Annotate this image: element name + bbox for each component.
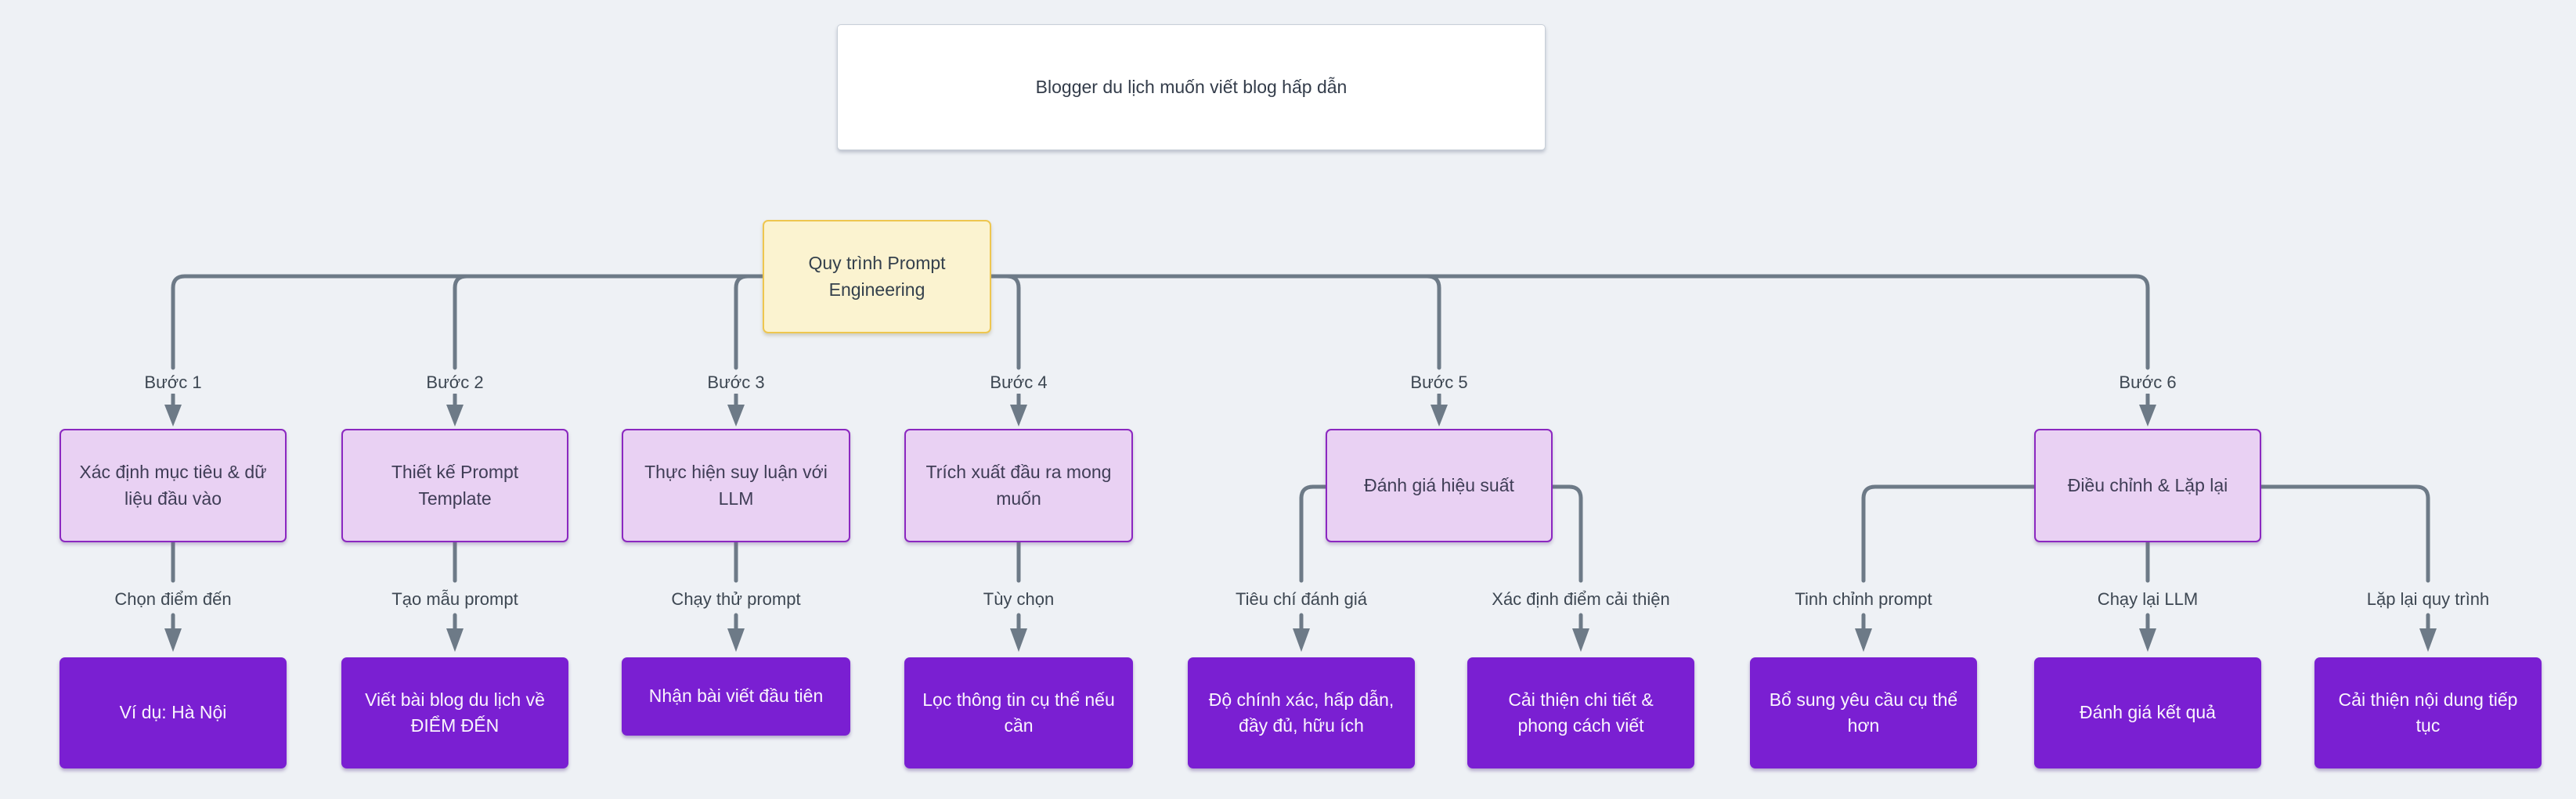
edge-label-buoc-4: Bước 4	[982, 372, 1055, 394]
edge-label-buoc-5: Bước 5	[1402, 372, 1476, 394]
node-result-7: Bổ sung yêu cầu cụ thể hơn	[1750, 657, 1977, 768]
node-root: Quy trình Prompt Engineering	[763, 220, 991, 333]
node-step-4: Trích xuất đầu ra mong muốn	[904, 429, 1133, 542]
node-step-3: Thực hiện suy luận với LLM	[622, 429, 850, 542]
node-result-6-label: Cải thiện chi tiết & phong cách viết	[1508, 689, 1654, 736]
edge-label-buoc-2: Bước 2	[418, 372, 492, 394]
node-step-4-label: Trích xuất đầu ra mong muốn	[925, 462, 1112, 509]
node-result-9: Cải thiện nội dung tiếp tục	[2314, 657, 2542, 768]
edge-label-tieu-chi-danh-gia: Tiêu chí đánh giá	[1228, 588, 1375, 610]
edge-label-xac-dinh-diem-cai-thien: Xác định điểm cải thiện	[1484, 588, 1678, 610]
edge-label-tuy-chon: Tùy chọn	[975, 588, 1063, 610]
node-step-1: Xác định mục tiêu & dữ liệu đầu vào	[60, 429, 287, 542]
node-result-8: Đánh giá kết quả	[2034, 657, 2261, 768]
node-result-3: Nhận bài viết đầu tiên	[622, 657, 850, 736]
node-result-6: Cải thiện chi tiết & phong cách viết	[1467, 657, 1694, 768]
node-result-7-label: Bổ sung yêu cầu cụ thể hơn	[1769, 689, 1958, 736]
node-scenario-label: Blogger du lịch muốn viết blog hấp dẫn	[1035, 76, 1348, 97]
node-step-6: Điều chỉnh & Lặp lại	[2034, 429, 2261, 542]
node-result-9-label: Cải thiện nội dung tiếp tục	[2338, 689, 2518, 736]
node-step-6-label: Điều chỉnh & Lặp lại	[2067, 474, 2228, 495]
edge-label-buoc-1: Bước 1	[136, 372, 210, 394]
node-result-2-label: Viết bài blog du lịch về ĐIỂM ĐẾN	[365, 689, 545, 736]
edge-label-chay-thu-prompt: Chạy thử prompt	[663, 588, 809, 610]
edge-label-buoc-6: Bước 6	[2111, 372, 2185, 394]
edge-label-chon-diem-den: Chọn điểm đến	[106, 588, 240, 610]
node-step-2: Thiết kế Prompt Template	[341, 429, 568, 542]
edge-label-tao-mau-prompt: Tạo mẫu prompt	[384, 588, 526, 610]
node-result-1: Ví dụ: Hà Nội	[60, 657, 287, 768]
node-result-5: Độ chính xác, hấp dẫn, đầy đủ, hữu ích	[1188, 657, 1415, 768]
node-step-1-label: Xác định mục tiêu & dữ liệu đầu vào	[79, 462, 267, 509]
node-result-4: Lọc thông tin cụ thể nếu cần	[904, 657, 1133, 768]
node-step-5-label: Đánh giá hiệu suất	[1364, 474, 1514, 495]
node-root-label: Quy trình Prompt Engineering	[808, 253, 946, 300]
node-result-2: Viết bài blog du lịch về ĐIỂM ĐẾN	[341, 657, 568, 768]
node-step-2-label: Thiết kế Prompt Template	[391, 462, 519, 509]
edge-label-lap-lai-quy-trinh: Lặp lại quy trình	[2358, 588, 2498, 610]
edge-label-buoc-3: Bước 3	[699, 372, 773, 394]
node-result-3-label: Nhận bài viết đầu tiên	[648, 686, 824, 707]
node-result-4-label: Lọc thông tin cụ thể nếu cần	[922, 689, 1115, 736]
node-result-8-label: Đánh giá kết quả	[2080, 702, 2216, 723]
node-step-3-label: Thực hiện suy luận với LLM	[644, 462, 828, 509]
edge-label-chay-lai-llm: Chạy lại LLM	[2089, 588, 2206, 610]
node-result-1-label: Ví dụ: Hà Nội	[119, 702, 227, 723]
node-scenario: Blogger du lịch muốn viết blog hấp dẫn	[837, 24, 1546, 150]
edge-label-tinh-chinh-prompt: Tinh chỉnh prompt	[1787, 588, 1940, 610]
node-step-5: Đánh giá hiệu suất	[1326, 429, 1553, 542]
node-result-5-label: Độ chính xác, hấp dẫn, đầy đủ, hữu ích	[1208, 689, 1394, 736]
